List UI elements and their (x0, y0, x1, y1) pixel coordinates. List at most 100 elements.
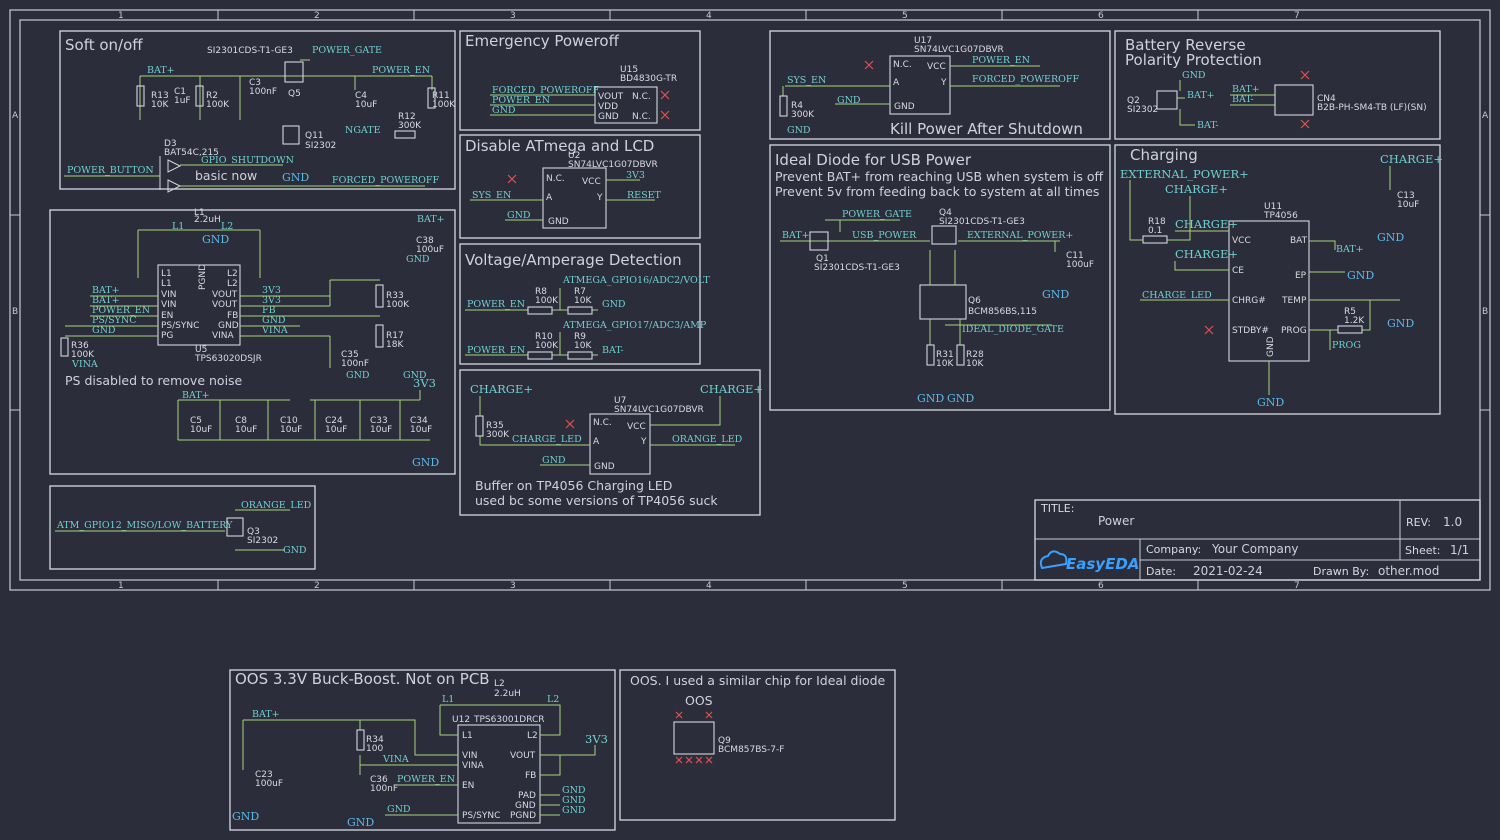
net-forced-poweroff-u17: FORCED_POWEROFF (972, 74, 1080, 85)
net-gnd-u12a: GND (562, 795, 586, 806)
net-sys-en-u17: SYS_EN (787, 75, 826, 86)
r31-value: 10K (936, 359, 954, 369)
net-bat-plus-caps: BAT+ (182, 390, 210, 401)
c1-ref: C1 (174, 87, 186, 97)
c34-ref: C34 (410, 416, 428, 426)
u2-pin-nc: N.C. (546, 174, 565, 184)
r34-body (356, 729, 365, 751)
d3-part: BAT54C,215 (164, 148, 219, 158)
c11-value: 100uF (1066, 260, 1094, 270)
c8-ref: C8 (235, 416, 247, 426)
net-power-en-em: POWER_EN (492, 95, 550, 106)
net-power-gate-ideal: POWER_GATE (842, 209, 912, 220)
buck-box (49, 209, 456, 475)
q5-part: SI2301CDS-T1-GE3 (207, 46, 293, 56)
u12-pin-gnd: GND (515, 801, 536, 811)
net-bat-plus-u5a: BAT+ (92, 285, 120, 296)
r17-ref: R17 (386, 331, 404, 341)
net-forced-poweroff-soft: FORCED_POWEROFF (332, 175, 440, 186)
u2-body (542, 167, 607, 229)
voltage-title: Voltage/Amperage Detection (465, 251, 682, 269)
l2-value: 2.2uH (494, 689, 521, 699)
net-gnd-volt: GND (602, 299, 626, 310)
sheet-frame-inner (19, 19, 1481, 581)
q9-body (673, 721, 715, 755)
u5-wires (65, 279, 380, 368)
r36-ref: R36 (71, 341, 89, 351)
r18-value: 0.1 (1148, 226, 1162, 236)
net-3v3-disable: 3V3 (626, 170, 645, 181)
cn4-body (1274, 84, 1314, 116)
date-label: Date: (1146, 565, 1176, 578)
net-bat-plus-c38: BAT+ (417, 214, 445, 225)
u15-wires (490, 94, 595, 116)
net-orange-led-q3: ORANGE_LED (241, 500, 312, 511)
gnd-r31: GND (917, 392, 944, 405)
net-external-power-ideal: EXTERNAL_POWER+ (967, 230, 1073, 241)
c35-ref: C35 (341, 350, 359, 360)
net-bat-plus-ideal: BAT+ (782, 230, 810, 241)
ideal-wires (780, 219, 1060, 252)
r5-body (1337, 325, 1363, 334)
net-charge-plus-u7b: CHARGE+ (700, 382, 763, 396)
net-bat-plus-u11: BAT+ (1336, 244, 1364, 255)
kill-box (769, 30, 1111, 140)
col-label-3-bottom: 3 (510, 581, 516, 591)
u17-body (889, 55, 951, 115)
l1-wires (137, 229, 261, 278)
net-power-en-volt: POWER_EN (467, 299, 525, 310)
section-oos-ideal-chip: OOS. I used a similar chip for Ideal dio… (619, 669, 896, 821)
r5-value: 1.2K (1344, 316, 1365, 326)
easyeda-logo: EasyEDA (1066, 555, 1139, 573)
col-label-5: 5 (902, 11, 908, 21)
r11-value: 100K (432, 100, 456, 110)
net-gnd-disable: GND (507, 210, 531, 221)
c34-value: 10uF (410, 425, 432, 435)
battery-title-2: Polarity Protection (1125, 51, 1262, 69)
r28-body (956, 344, 965, 366)
r2-value: 100K (206, 100, 230, 110)
u2-wires (470, 179, 655, 221)
net-forced-poweroff-em: FORCED_POWEROFF (492, 85, 600, 96)
u7-part: SN74LVC1G07DBVR (614, 405, 704, 415)
col-label-6-bottom: 6 (1098, 581, 1104, 591)
net-charge-plus-vcc: CHARGE+ (1175, 217, 1238, 231)
rev-value: 1.0 (1443, 515, 1462, 529)
c24-ref: C24 (325, 416, 343, 426)
u12-pin-pad: PAD (518, 791, 536, 801)
r18-ref: R18 (1148, 217, 1166, 227)
q11-symbol (282, 125, 300, 145)
q2-ref: Q2 (1127, 96, 1140, 106)
u5-pin-vin1: VIN (161, 290, 177, 300)
net-charge-plus-ce: CHARGE+ (1175, 247, 1238, 261)
c36-value: 100nF (370, 784, 398, 794)
gnd-c11: GND (1042, 288, 1069, 301)
r34-ref: R34 (366, 735, 384, 745)
col-label-1: 1 (118, 11, 124, 21)
net-bat-minus-cn4: BAT- (1232, 94, 1254, 105)
r17-body (375, 324, 384, 348)
soft-note: basic now (195, 168, 257, 183)
net-power-en-soft: POWER_EN (372, 65, 430, 76)
r17-value: 18K (386, 340, 404, 350)
q4-ref: Q4 (939, 208, 952, 218)
battery-box (1114, 30, 1441, 140)
net-bat-plus-u5b: BAT+ (92, 295, 120, 306)
net-reset: RESET (627, 190, 662, 201)
buffer-box (459, 369, 761, 516)
u11-pin-bat: BAT (1290, 236, 1308, 246)
c3-ref: C3 (249, 78, 261, 88)
c4-value: 10uF (355, 100, 377, 110)
r4-body (779, 95, 788, 117)
q11-part: SI2302 (305, 141, 336, 151)
net-gnd-u7: GND (542, 455, 566, 466)
u12-pin-vout: VOUT (510, 751, 536, 761)
gnd-ep: GND (1347, 269, 1374, 282)
q3-symbol (226, 517, 244, 537)
u5-pin-pgnd: PGND (198, 264, 208, 290)
col-label-7-bottom: 7 (1294, 581, 1300, 591)
l2-pin-left: L1 (442, 694, 454, 705)
buffer-note-1: Buffer on TP4056 Charging LED (475, 478, 672, 493)
net-gnd-u5: GND (92, 325, 116, 336)
u5-pin-en: EN (161, 311, 173, 321)
